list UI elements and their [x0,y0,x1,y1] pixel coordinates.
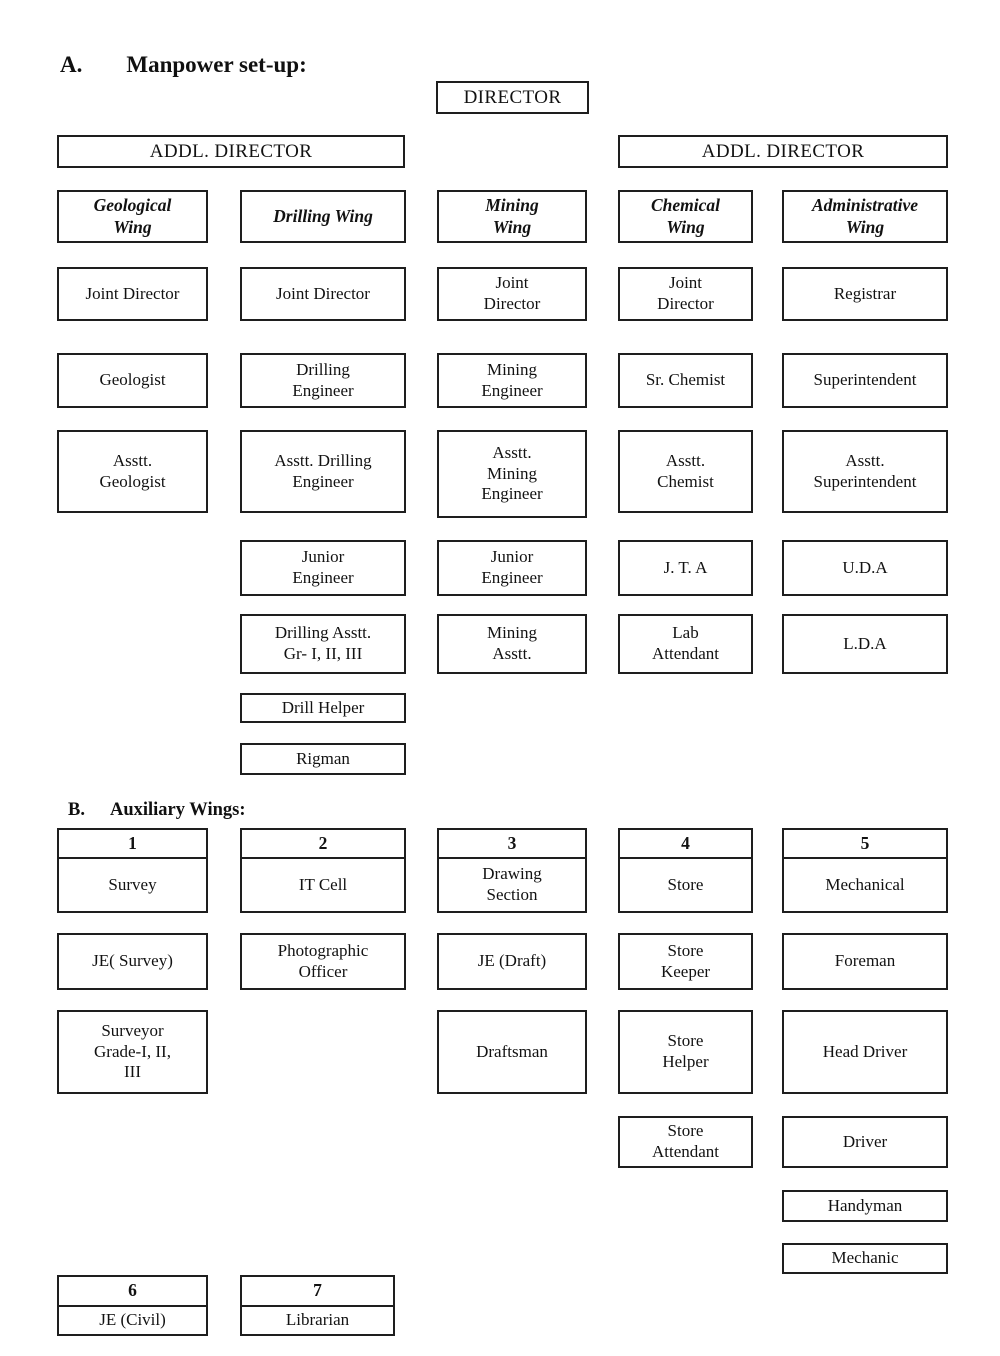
box-asstt-chemist: Asstt. Chemist [618,430,753,513]
box-drilling-asstt: Drilling Asstt. Gr- I, II, III [240,614,406,674]
box-superintendent: Superintendent [782,353,948,408]
aux-name-drawing-section: Drawing Section [437,857,587,913]
box-mining-engineer: Mining Engineer [437,353,587,408]
box-director: DIRECTOR [436,81,589,114]
box-store-attendant: Store Attendant [618,1116,753,1168]
box-je-survey: JE( Survey) [57,933,208,990]
box-addl-director-right: ADDL. DIRECTOR [618,135,948,168]
aux-number-1: 1 [57,828,208,859]
section-b-title: Auxiliary Wings: [109,800,246,820]
box-store-helper: Store Helper [618,1010,753,1094]
box-mining-joint-director: Joint Director [437,267,587,321]
box-jta: J. T. A [618,540,753,596]
aux-name-store: Store [618,857,753,913]
box-asstt-mining-engineer: Asstt. Mining Engineer [437,430,587,518]
aux-number-6: 6 [57,1275,208,1307]
box-geological-joint-director: Joint Director [57,267,208,321]
box-rigman: Rigman [240,743,406,775]
box-sr-chemist: Sr. Chemist [618,353,753,408]
aux-name-it-cell: IT Cell [240,857,406,913]
box-mechanic: Mechanic [782,1243,948,1274]
box-chemical-joint-director: Joint Director [618,267,753,321]
box-drilling-engineer: Drilling Engineer [240,353,406,408]
aux-name-librarian: Librarian [240,1305,395,1336]
box-asstt-geologist: Asstt. Geologist [57,430,208,513]
box-drill-helper: Drill Helper [240,693,406,723]
aux-number-3: 3 [437,828,587,859]
box-draftsman: Draftsman [437,1010,587,1094]
box-asstt-drilling-engineer: Asstt. Drilling Engineer [240,430,406,513]
box-registrar: Registrar [782,267,948,321]
section-a-letter: A. [60,52,83,77]
box-drilling-junior-engineer: Junior Engineer [240,540,406,596]
box-asstt-superintendent: Asstt. Superintendent [782,430,948,513]
section-b-letter: B. [68,800,85,820]
aux-name-mechanical: Mechanical [782,857,948,913]
box-uda: U.D.A [782,540,948,596]
section-a-heading: A. Manpower set-up: [60,52,307,78]
wing-header-geological: Geological Wing [57,190,208,243]
box-handyman: Handyman [782,1190,948,1222]
wing-header-administrative: Administrative Wing [782,190,948,243]
section-a-title: Manpower set-up: [126,52,307,77]
box-store-keeper: Store Keeper [618,933,753,990]
box-head-driver: Head Driver [782,1010,948,1094]
aux-number-7: 7 [240,1275,395,1307]
box-surveyor-grades: Surveyor Grade-I, II, III [57,1010,208,1094]
aux-number-4: 4 [618,828,753,859]
aux-number-5: 5 [782,828,948,859]
box-addl-director-left: ADDL. DIRECTOR [57,135,405,168]
aux-name-je-civil: JE (Civil) [57,1305,208,1336]
box-mining-junior-engineer: Junior Engineer [437,540,587,596]
wing-header-chemical: Chemical Wing [618,190,753,243]
box-photographic-officer: Photographic Officer [240,933,406,990]
box-lab-attendant: Lab Attendant [618,614,753,674]
box-lda: L.D.A [782,614,948,674]
aux-number-2: 2 [240,828,406,859]
wing-header-mining: Mining Wing [437,190,587,243]
box-drilling-joint-director: Joint Director [240,267,406,321]
aux-name-survey: Survey [57,857,208,913]
box-geologist: Geologist [57,353,208,408]
box-driver: Driver [782,1116,948,1168]
box-foreman: Foreman [782,933,948,990]
box-je-draft: JE (Draft) [437,933,587,990]
wing-header-drilling: Drilling Wing [240,190,406,243]
box-mining-asstt: Mining Asstt. [437,614,587,674]
section-b-heading: B. Auxiliary Wings: [68,800,246,821]
